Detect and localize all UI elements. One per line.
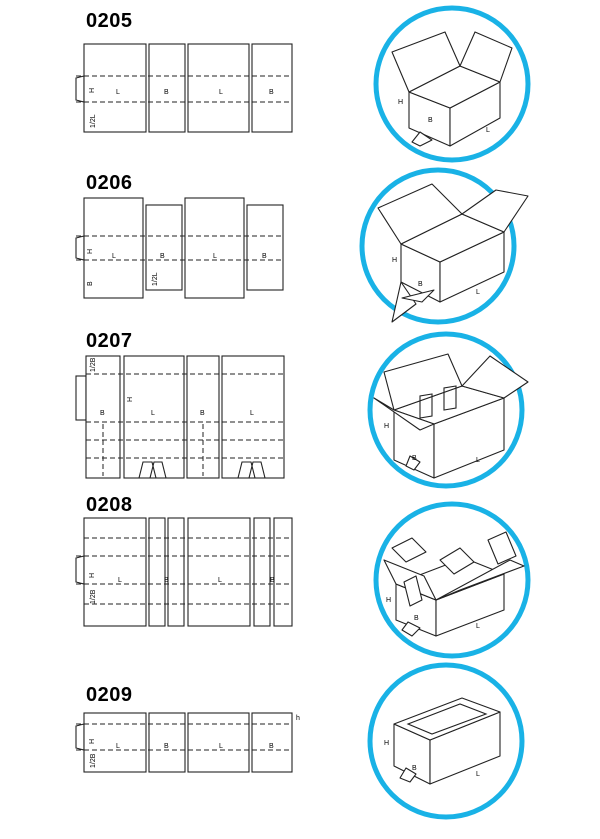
panel-label-l: L <box>219 89 223 96</box>
box-label-l: L <box>486 127 490 134</box>
box-label-b: B <box>414 615 419 622</box>
box-label-l: L <box>476 457 480 464</box>
box-illustration-0205: H B L <box>373 5 531 163</box>
dieline-0207: 1/2B H B L B L <box>75 355 285 479</box>
flap-label-b: B <box>87 281 94 286</box>
panel-label-b: B <box>270 577 275 584</box>
panel-label-l: L <box>116 743 120 750</box>
flap-label-h: H <box>89 573 96 578</box>
panel-label-b: B <box>269 89 274 96</box>
box-illustration-0207: H B L <box>367 331 529 489</box>
panel-label-l: L <box>118 577 122 584</box>
panel-label-l: L <box>151 410 155 417</box>
box-label-l: L <box>476 623 480 630</box>
flap-label-lid: h <box>296 715 300 722</box>
box-illustration-0206: H B L <box>359 167 529 325</box>
panel-label-b: B <box>160 253 165 260</box>
panel-label-l: L <box>218 577 222 584</box>
style-code-0208: 0208 <box>86 494 133 516</box>
box-illustration-0209: H B L <box>367 662 525 820</box>
panel-label-b: B <box>262 253 267 260</box>
box-label-b: B <box>412 765 417 772</box>
panel-label-b: B <box>200 410 205 417</box>
flap-label-half: 1/2L <box>152 272 159 286</box>
box-label-b: B <box>418 281 423 288</box>
panel-label-b: B <box>164 89 169 96</box>
flap-label-half: 1/2B <box>90 357 97 372</box>
dieline-0206: H L B L B B 1/2L <box>75 197 284 299</box>
dieline-0205: H L B L B 1/2L <box>75 43 293 133</box>
box-label-h: H <box>398 99 403 106</box>
box-label-l: L <box>476 289 480 296</box>
box-label-h: H <box>384 740 389 747</box>
panel-label-b: B <box>269 743 274 750</box>
panel-label-l: L <box>250 410 254 417</box>
box-label-b: B <box>412 455 417 462</box>
flap-label-half: 1/2B <box>90 589 97 604</box>
box-label-b: B <box>428 117 433 124</box>
panel-label-b: B <box>100 410 105 417</box>
dieline-0209: H L B L B 1/2B h <box>75 712 300 773</box>
panel-label-l: L <box>213 253 217 260</box>
style-code-0206: 0206 <box>86 172 133 194</box>
panel-label-l: L <box>219 743 223 750</box>
style-code-0209: 0209 <box>86 684 133 706</box>
panel-label-b: B <box>164 743 169 750</box>
panel-label-l: L <box>112 253 116 260</box>
box-label-h: H <box>386 597 391 604</box>
flap-label-h: H <box>89 88 96 93</box>
box-label-h: H <box>392 257 397 264</box>
flap-label-half: 1/2B <box>90 753 97 768</box>
flap-label-h: H <box>89 739 96 744</box>
flap-label-h: H <box>87 249 94 254</box>
box-label-h: H <box>384 423 389 430</box>
flap-label-h: H <box>127 397 134 402</box>
box-illustration-0208: H B L <box>373 501 531 659</box>
panel-label-b: B <box>164 577 169 584</box>
flap-label-half: 1/2L <box>90 114 97 128</box>
box-label-l: L <box>476 771 480 778</box>
dieline-0208: H L B L B 1/2B <box>75 517 293 627</box>
style-code-0205: 0205 <box>86 10 133 32</box>
panel-label-l: L <box>116 89 120 96</box>
style-code-0207: 0207 <box>86 330 133 352</box>
